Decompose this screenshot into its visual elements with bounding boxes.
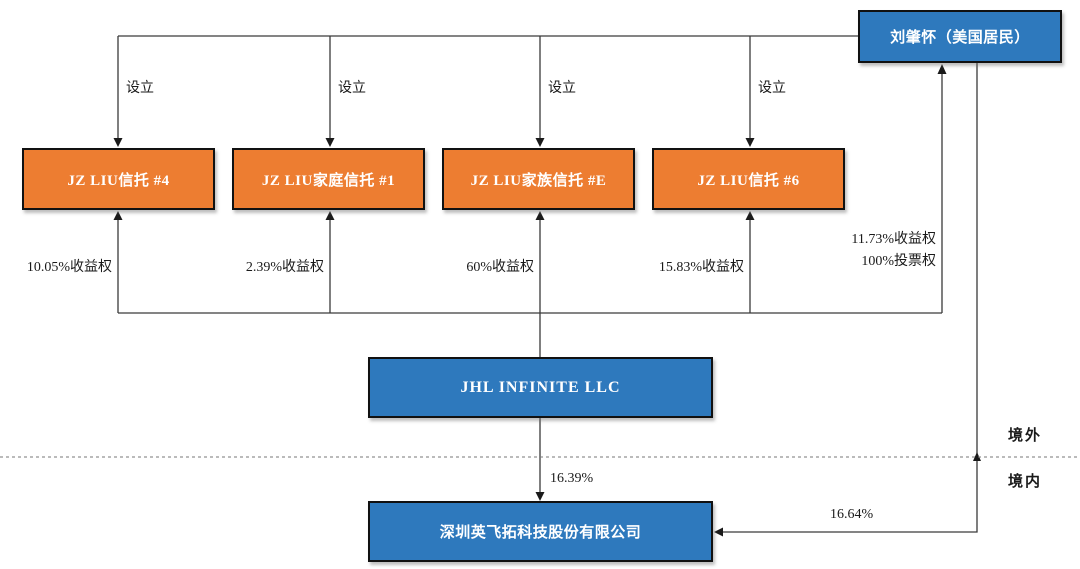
- benefit-edges: [117, 72, 943, 357]
- owner-direct-edge: [723, 63, 978, 533]
- node-listed-company: 深圳英飞拓科技股份有限公司: [368, 501, 713, 562]
- owner-direct-arrowhead: [714, 527, 723, 537]
- establish-edges: [117, 35, 858, 139]
- edge-label-establish-4: 设立: [758, 81, 786, 96]
- node-family-trust-e-label: JZ LIU家族信托 #E: [470, 172, 607, 189]
- node-family-trust-1: JZ LIU家庭信托 #1: [232, 148, 425, 210]
- node-family-trust-e: JZ LIU家族信托 #E: [442, 148, 635, 210]
- node-trust-4: JZ LIU信托 #4: [22, 148, 215, 210]
- node-jhl-infinite-llc-label: JHL INFINITE LLC: [460, 378, 621, 396]
- up-arrowheads: [113, 64, 947, 220]
- label-onshore: 境内: [1008, 474, 1043, 490]
- edge-label-llc-holding: 16.39%: [550, 471, 594, 486]
- edge-label-establish-1: 设立: [126, 81, 154, 96]
- node-trust-4-label: JZ LIU信托 #4: [67, 172, 170, 189]
- edge-label-benefit-1: 10.05%收益权: [26, 260, 112, 275]
- llc-holding-arrowhead: [535, 492, 545, 501]
- edge-label-benefit-2: 2.39%收益权: [245, 260, 324, 275]
- node-owner: 刘肇怀（美国居民）: [858, 10, 1062, 63]
- node-listed-company-label: 深圳英飞拓科技股份有限公司: [439, 525, 642, 541]
- edge-label-benefit-3: 60%收益权: [466, 260, 534, 275]
- edge-label-owner-benefit: 11.73%收益权: [851, 232, 936, 247]
- node-trust-6-label: JZ LIU信托 #6: [697, 172, 800, 189]
- edge-label-owner-direct-holding: 16.64%: [830, 507, 874, 522]
- edge-label-benefit-4: 15.83%收益权: [658, 260, 744, 275]
- node-trust-6: JZ LIU信托 #6: [652, 148, 845, 210]
- edge-label-establish-3: 设立: [548, 81, 576, 96]
- down-arrowheads: [113, 138, 755, 147]
- node-jhl-infinite-llc: JHL INFINITE LLC: [368, 357, 713, 418]
- edge-label-owner-voting: 100%投票权: [861, 254, 936, 269]
- node-family-trust-1-label: JZ LIU家庭信托 #1: [261, 172, 396, 189]
- edge-label-establish-2: 设立: [338, 81, 366, 96]
- label-offshore: 境外: [1008, 428, 1043, 444]
- border-crossing-arrowhead: [973, 452, 981, 461]
- edge-label-owner-rights: 11.73%收益权 100%投票权: [806, 229, 936, 273]
- node-owner-label: 刘肇怀（美国居民）: [890, 30, 1030, 46]
